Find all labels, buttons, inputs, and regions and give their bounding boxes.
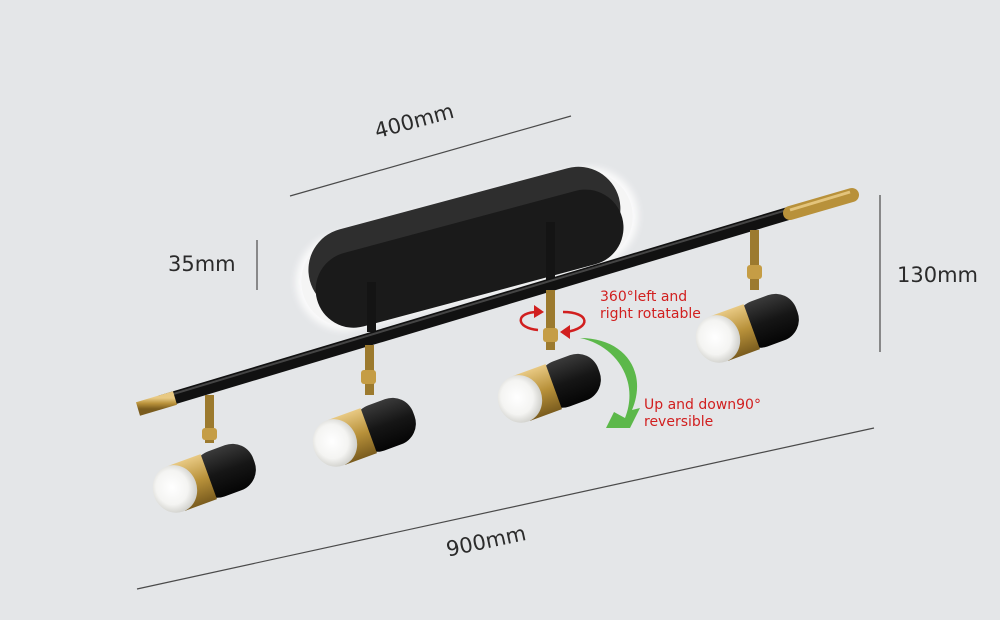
spotlight-1 <box>152 395 256 513</box>
dimension-label-35: 35mm <box>168 252 236 276</box>
rotate-annotation-line-2: right rotatable <box>600 306 701 322</box>
rotate-arrow-icon <box>519 305 586 339</box>
tilt-annotation-line-2: reversible <box>644 414 714 430</box>
brass-end-cap-right <box>783 188 859 220</box>
tilt-annotation: Up and down90° reversible <box>644 397 761 431</box>
dimension-label-130: 130mm <box>897 263 978 287</box>
tilt-annotation-line-1: Up and down90° <box>644 397 761 413</box>
ceiling-canopy <box>296 166 638 330</box>
rotate-annotation: 360°left and right rotatable <box>600 289 701 323</box>
spotlight-3 <box>497 290 601 423</box>
rotate-annotation-line-1: 360°left and <box>600 289 688 305</box>
tilt-arrow-icon <box>580 338 640 428</box>
spotlight-2 <box>312 345 416 467</box>
canopy-stems <box>367 222 555 332</box>
dimension-lines <box>136 115 881 590</box>
dimension-line-900 <box>136 427 875 590</box>
brass-end-cap-left <box>136 391 177 416</box>
spotlight-4 <box>695 230 799 363</box>
dimension-line-400 <box>289 115 572 197</box>
track-rail <box>136 188 859 416</box>
